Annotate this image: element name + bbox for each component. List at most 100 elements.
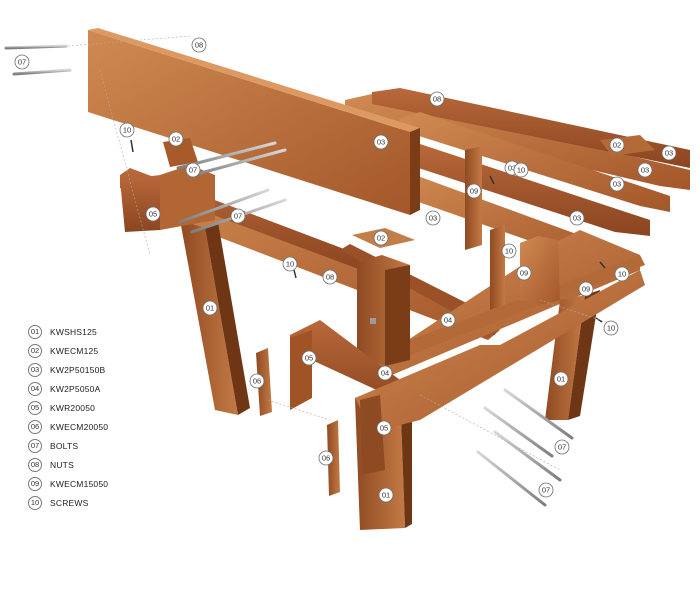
callout-marker: 04 xyxy=(440,312,456,328)
end-caps xyxy=(256,348,340,496)
post xyxy=(568,290,600,420)
callout-marker: 01 xyxy=(378,487,394,503)
roof-beam xyxy=(400,112,670,212)
callout-marker: 01 xyxy=(553,371,569,387)
callout-marker: 10 xyxy=(614,266,630,282)
callout-marker: 09 xyxy=(516,265,532,281)
callout-marker: 08 xyxy=(322,269,338,285)
callout-label: 07 xyxy=(18,58,26,67)
legend-item: 09 KWECM15050 xyxy=(28,474,188,493)
legend-part-code: KWSHS125 xyxy=(50,326,97,337)
callout-label: 10 xyxy=(286,260,294,269)
legend-item: 04 KW2P5050A xyxy=(28,379,188,398)
callout-marker: 04 xyxy=(377,365,393,381)
callout-label: 07 xyxy=(189,166,197,175)
callout-label: 08 xyxy=(433,95,441,104)
legend-item: 01 KWSHS125 xyxy=(28,322,188,341)
legend-item: 06 KWECM20050 xyxy=(28,417,188,436)
callout-label: 07 xyxy=(234,212,242,221)
callout-marker: 09 xyxy=(466,183,482,199)
callout-label: 02 xyxy=(172,135,180,144)
callout-marker: 09 xyxy=(578,281,594,297)
callout-marker: 07 xyxy=(554,439,570,455)
post xyxy=(180,220,238,415)
legend-part-code: KW2P50150B xyxy=(50,364,106,375)
callout-marker: 07 xyxy=(14,54,30,70)
legend-number: 08 xyxy=(28,457,42,472)
callout-label: 06 xyxy=(322,454,330,463)
callout-label: 03 xyxy=(665,149,673,158)
callout-marker: 06 xyxy=(249,373,265,389)
legend-number: 06 xyxy=(28,419,42,434)
post xyxy=(205,222,250,415)
callout-marker: 07 xyxy=(185,162,201,178)
legend-number: 09 xyxy=(28,476,42,491)
callout-marker: 02 xyxy=(609,137,625,153)
callout-label: 09 xyxy=(470,187,478,196)
callout-label: 03 xyxy=(573,214,581,223)
callout-label: 04 xyxy=(444,316,452,325)
center-post-bracket xyxy=(352,228,415,366)
legend-item: 05 KWR20050 xyxy=(28,398,188,417)
callout-label: 05 xyxy=(149,210,157,219)
callout-label: 01 xyxy=(206,304,214,313)
callout-marker: 02 xyxy=(168,131,184,147)
callout-label: 06 xyxy=(253,377,261,386)
callout-marker: 05 xyxy=(145,206,161,222)
legend-part-code: KWECM20050 xyxy=(50,421,109,432)
callout-marker: 10 xyxy=(282,256,298,272)
legend-number: 05 xyxy=(28,400,42,415)
callout-marker: 05 xyxy=(301,350,317,366)
callout-label: 01 xyxy=(382,491,390,500)
callout-label: 10 xyxy=(517,166,525,175)
callout-label: 04 xyxy=(381,369,389,378)
callout-marker: 03 xyxy=(569,210,585,226)
legend-item: 07 BOLTS xyxy=(28,436,188,455)
callout-marker: 05 xyxy=(376,420,392,436)
legend-number: 02 xyxy=(28,343,42,358)
legend-part-code: BOLTS xyxy=(50,440,79,451)
callout-label: 10 xyxy=(123,126,131,135)
legend-number: 01 xyxy=(28,324,42,339)
callout-label: 03 xyxy=(508,164,516,173)
callout-marker: 01 xyxy=(202,300,218,316)
callout-label: 08 xyxy=(195,41,203,50)
callout-marker: 03 xyxy=(609,176,625,192)
legend-part-code: KW2P5050A xyxy=(50,383,101,394)
callout-label: 05 xyxy=(305,354,313,363)
screws xyxy=(130,139,606,323)
callout-label: 09 xyxy=(582,285,590,294)
callout-marker: 07 xyxy=(230,208,246,224)
legend-part-code: SCREWS xyxy=(50,497,89,508)
legend-number: 04 xyxy=(28,381,42,396)
legend-number: 07 xyxy=(28,438,42,453)
callout-label: 09 xyxy=(520,269,528,278)
legend-part-code: KWECM125 xyxy=(50,345,99,356)
bolts xyxy=(4,44,574,507)
callout-label: 10 xyxy=(607,324,615,333)
callout-label: 03 xyxy=(377,138,385,147)
lower-beams xyxy=(120,165,645,475)
legend-part-code: NUTS xyxy=(50,459,74,470)
callout-label: 10 xyxy=(618,270,626,279)
callout-label: 10 xyxy=(505,247,513,256)
callout-marker: 10 xyxy=(513,162,529,178)
callout-label: 08 xyxy=(326,273,334,282)
legend-item: 02 KWECM125 xyxy=(28,341,188,360)
callout-marker: 10 xyxy=(603,320,619,336)
legend-part-code: KWR20050 xyxy=(50,402,96,413)
roof-beams xyxy=(345,88,690,265)
roof-beam xyxy=(400,144,650,236)
callout-label: 02 xyxy=(613,141,621,150)
legend-part-code: KWECM15050 xyxy=(50,478,109,489)
callout-marker: 03 xyxy=(661,145,677,161)
callout-label: 07 xyxy=(558,443,566,452)
callout-marker: 03 xyxy=(373,134,389,150)
callout-marker: 03 xyxy=(425,210,441,226)
callout-marker: 08 xyxy=(429,91,445,107)
